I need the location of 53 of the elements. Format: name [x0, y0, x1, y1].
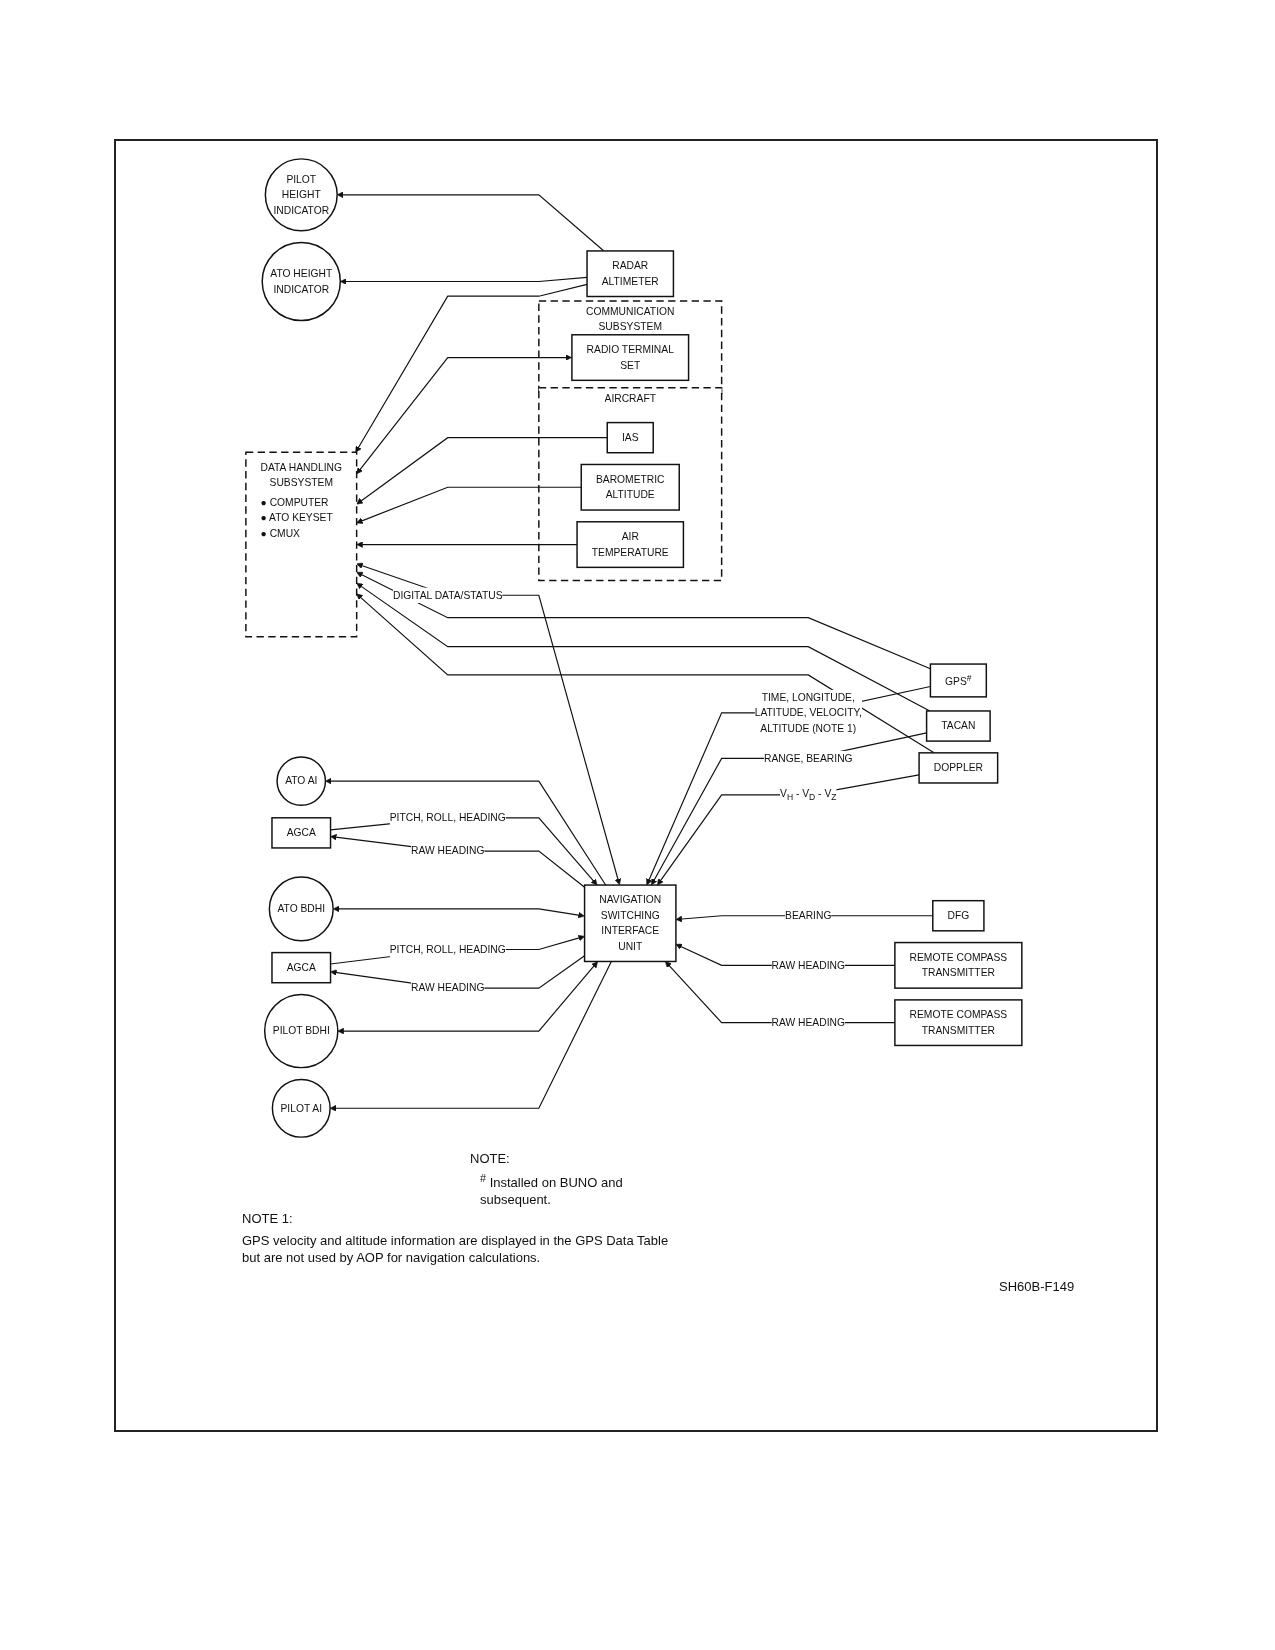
arrow — [355, 283, 588, 453]
arrow — [333, 905, 585, 919]
arrow — [330, 817, 598, 886]
edge-label: RAW HEADING — [411, 844, 485, 857]
arrow — [330, 834, 586, 888]
node-circle: PILOT BDHI — [264, 993, 339, 1069]
arrow — [356, 486, 582, 524]
node-box: TACAN — [926, 710, 991, 742]
arrow — [356, 541, 578, 548]
edge-label: RAW HEADING — [771, 1016, 846, 1029]
edge-label: BEARING — [785, 909, 832, 922]
note-heading: NOTE: — [470, 1151, 510, 1168]
edge-label: V$_{H}$ - V$_{D}$ - V$_{Z}$ — [780, 787, 837, 802]
note-text: GPS velocity and altitude information are displayed in the GPS Data Table but are not used by AOP for navigation calculations. — [242, 1233, 670, 1267]
node-circle: ATO AI — [276, 756, 327, 807]
arrow — [340, 276, 588, 285]
node-box: GPS$^{#}$ — [929, 663, 988, 698]
edge-label: PITCH, ROLL, HEADING — [389, 811, 506, 824]
edge-label: RAW HEADING — [411, 981, 485, 994]
arrow — [337, 191, 605, 252]
node-circle: PILOT HEIGHT INDICATOR — [264, 158, 339, 232]
arrow — [325, 777, 607, 886]
edge-label: DIGITAL DATA/STATUS — [393, 589, 503, 601]
node-box: IAS — [606, 421, 655, 454]
node-box: DFG — [932, 899, 985, 932]
node-box: AGCA — [271, 951, 332, 984]
node-box: BAROMETRIC ALTITUDE — [580, 463, 681, 511]
footnote-text: $^{#}$ Installed on BUNO and subsequent. — [480, 1171, 624, 1210]
arrow — [337, 961, 599, 1035]
figure-number: SH60B-F149 — [999, 1279, 1075, 1296]
edge-label: PITCH, ROLL, HEADING — [389, 943, 506, 956]
node-circle: ATO HEIGHT INDICATOR — [261, 241, 342, 322]
arrow — [356, 593, 935, 754]
edge-label: RANGE, BEARING — [764, 752, 853, 764]
node-box: NAVIGATION SWITCHING INTERFACE UNIT — [583, 884, 677, 963]
node-box: AGCA — [271, 817, 332, 849]
node-circle: ATO BDHI — [268, 876, 335, 942]
node-circle: PILOT AI — [271, 1078, 331, 1138]
edge-label: RAW HEADING — [771, 959, 846, 971]
node-box: REMOTE COMPASS TRANSMITTER — [894, 999, 1023, 1047]
arrow — [330, 934, 585, 965]
node-box: REMOTE COMPASS TRANSMITTER — [894, 941, 1023, 989]
arrow — [356, 437, 608, 505]
node-box: DATA HANDLING SUBSYSTEM ● COMPUTER ● ATO KEYSET ● CMUX — [245, 451, 358, 638]
arrow — [657, 774, 920, 886]
node-box: AIR TEMPERATURE — [576, 521, 685, 569]
node-box: DOPPLER — [918, 752, 999, 784]
node-box: RADIO TERMINAL SET — [571, 334, 690, 382]
edge-label: TIME, LONGITUDE, LATITUDE, VELOCITY, ALTITUDE (NOTE 1) — [754, 691, 862, 734]
note-heading: NOTE 1: — [242, 1211, 293, 1228]
node-box: RADAR ALTIMETER — [586, 250, 675, 298]
arrow — [356, 354, 573, 475]
arrow — [356, 562, 622, 886]
